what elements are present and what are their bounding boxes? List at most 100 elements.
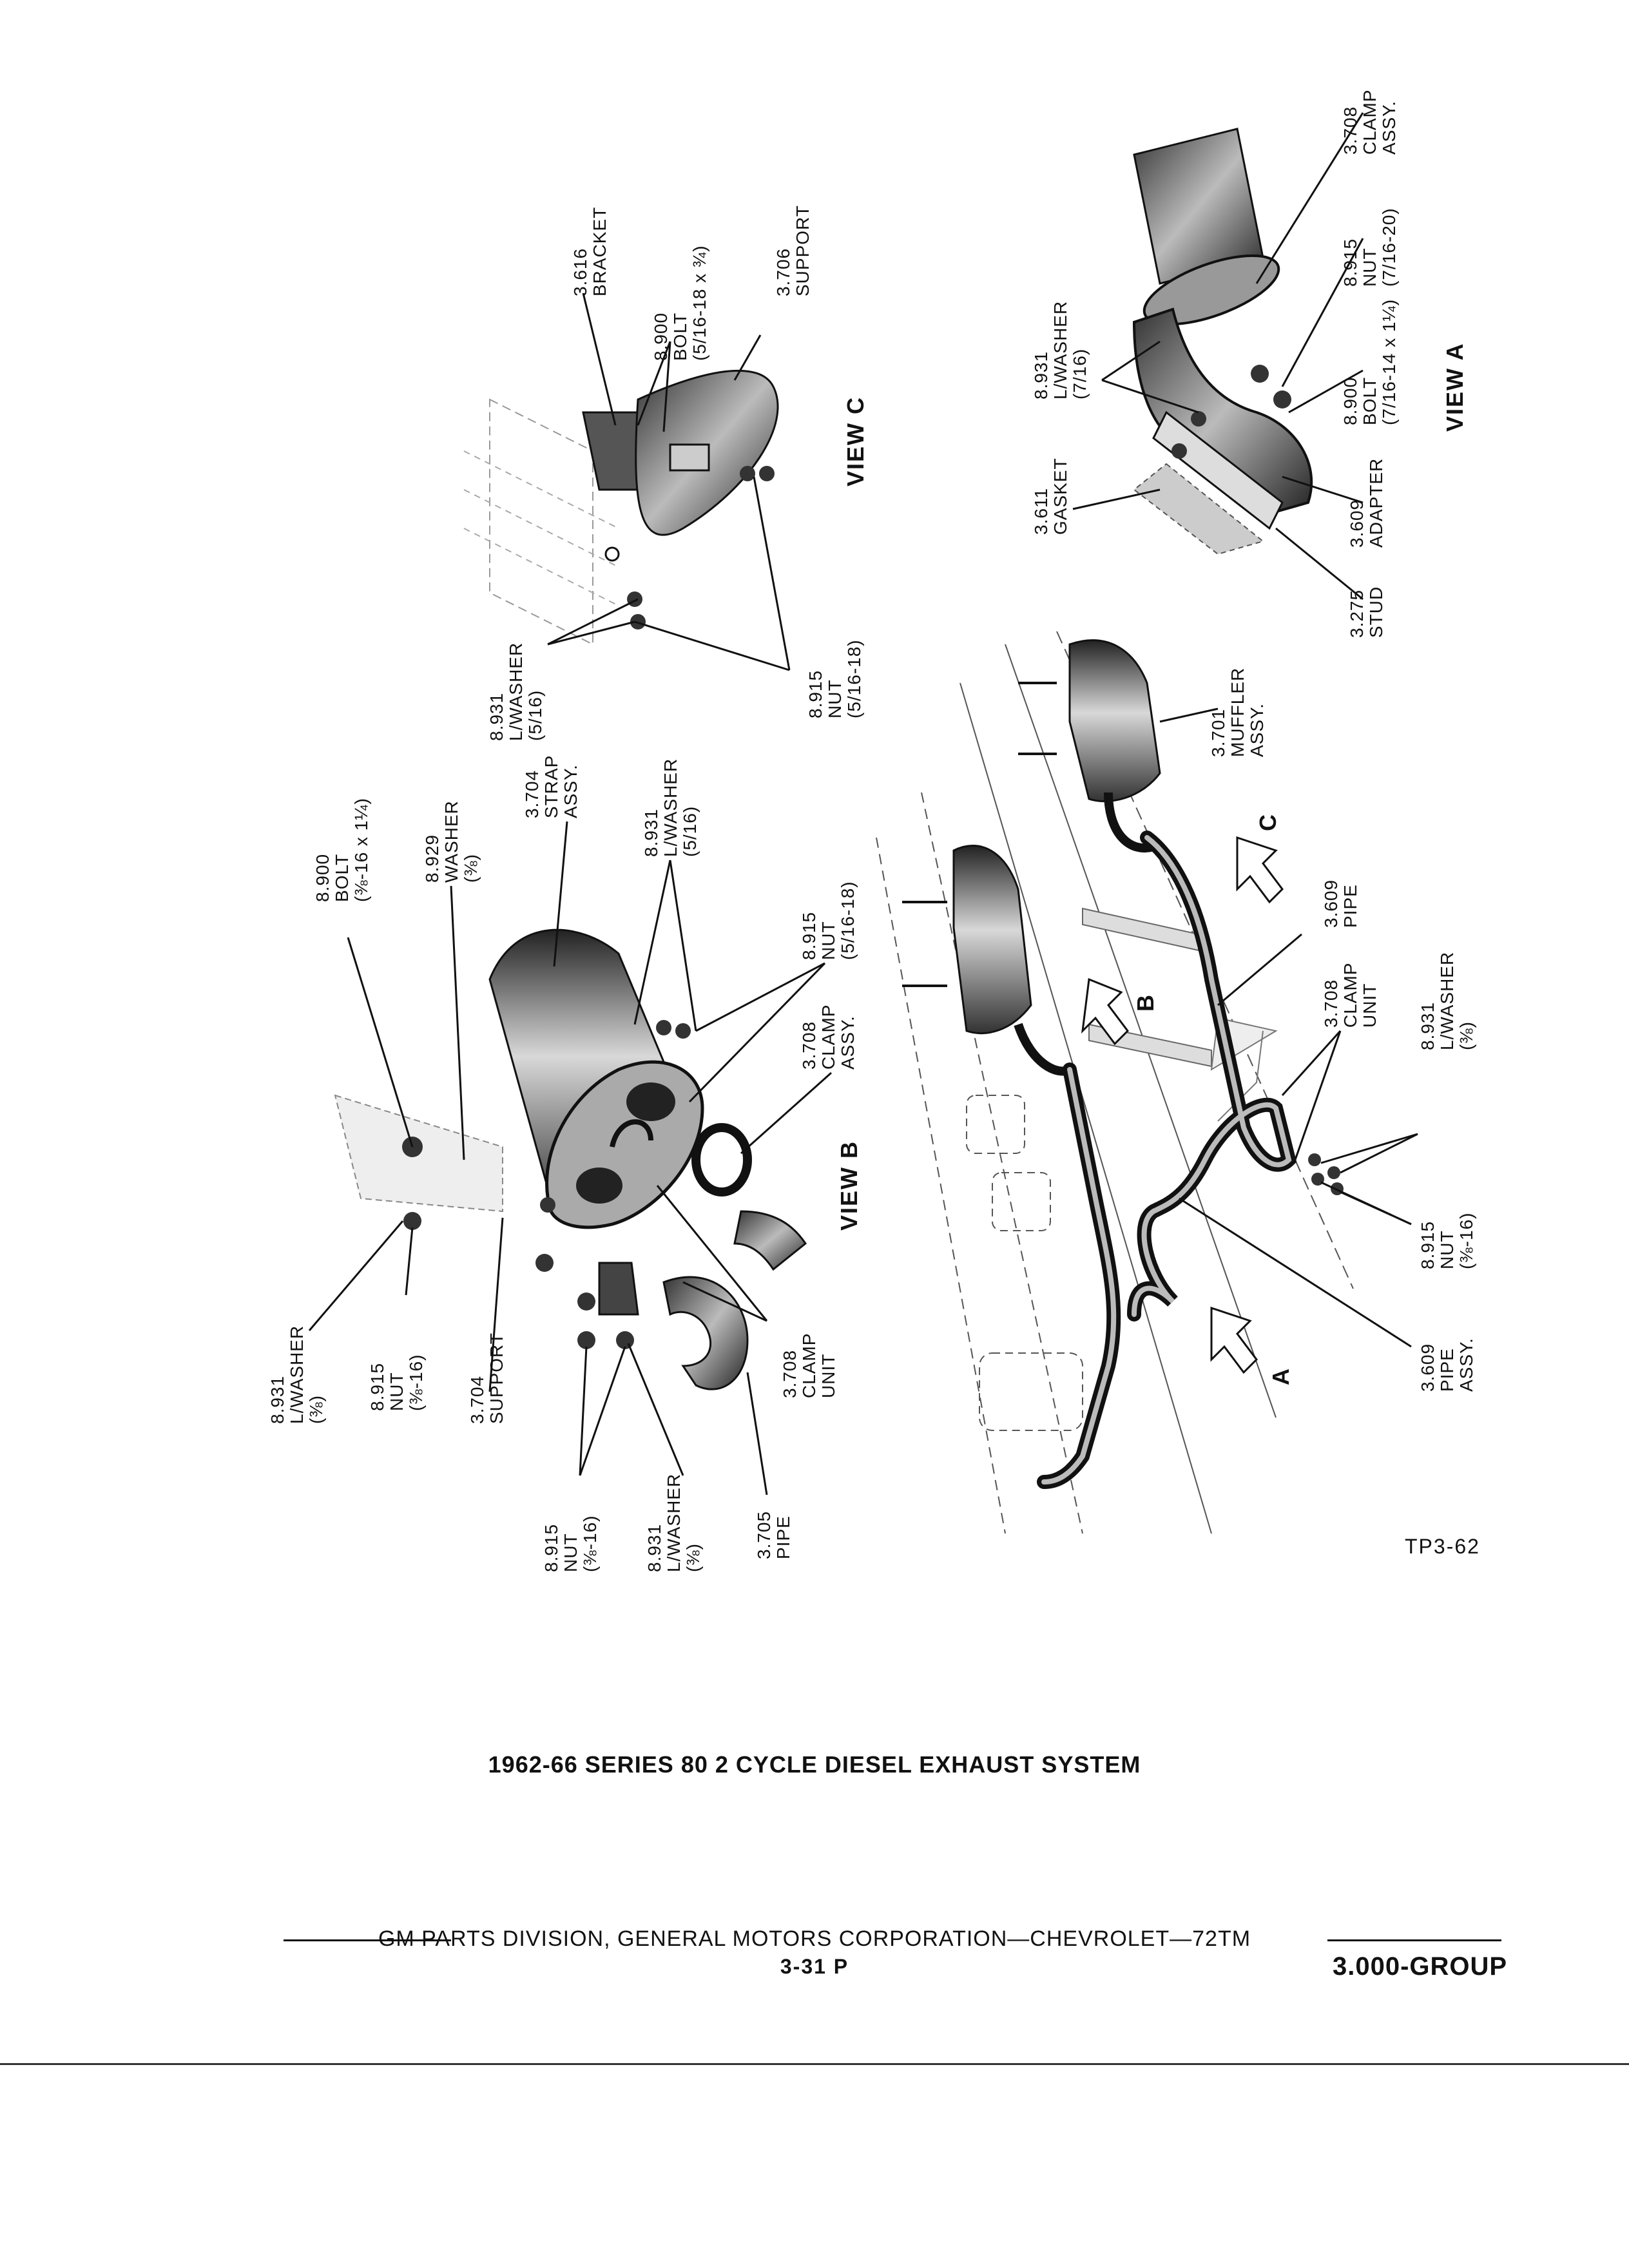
exhaust-pipe-run bbox=[1037, 831, 1297, 1489]
svg-text:PIPE: PIPE bbox=[1437, 1348, 1457, 1392]
svg-text:(⅜-16): (⅜-16) bbox=[580, 1515, 600, 1572]
view-a-drawing bbox=[1132, 128, 1313, 555]
svg-text:PIPE: PIPE bbox=[773, 1515, 793, 1559]
main-label-muffler: 3.701 bbox=[1208, 709, 1228, 757]
svg-text:NUT: NUT bbox=[561, 1533, 581, 1572]
svg-text:(⅜-16): (⅜-16) bbox=[1456, 1213, 1476, 1269]
view-b-label-clamp-unit: 3.708 bbox=[780, 1350, 800, 1398]
view-b-label-nut-38-bottom: 8.915 bbox=[541, 1524, 561, 1572]
view-c-label-bracket: 3.616 bbox=[570, 248, 590, 296]
main-labels: 3.701 MUFFLER ASSY. 3.609 PIPE 3.708 CLA… bbox=[1208, 668, 1476, 1392]
svg-text:ASSY.: ASSY. bbox=[1456, 1338, 1476, 1392]
view-a-labels: 3.708 CLAMP ASSY. 8.915 NUT (7/16-20) 8.… bbox=[1031, 90, 1468, 638]
view-b-label-nut-516: 8.915 bbox=[799, 912, 819, 960]
svg-text:CLAMP: CLAMP bbox=[799, 1333, 819, 1398]
svg-text:SUPPORT: SUPPORT bbox=[793, 205, 813, 296]
svg-text:BOLT: BOLT bbox=[670, 312, 690, 361]
svg-text:(⅜): (⅜) bbox=[683, 1543, 703, 1572]
svg-text:BOLT: BOLT bbox=[332, 854, 352, 902]
view-b-label-lwasher-38-bottom: 8.931 bbox=[644, 1524, 664, 1572]
svg-text:ADAPTER: ADAPTER bbox=[1366, 458, 1386, 548]
view-c-labels: 3.616 BRACKET 8.900 BOLT (5/16-18 x ¾) 3… bbox=[487, 205, 869, 741]
view-b-drawing bbox=[334, 928, 807, 1390]
svg-text:(⅜): (⅜) bbox=[461, 854, 481, 883]
view-b-label-bolt: 8.900 bbox=[313, 854, 333, 902]
svg-text:STRAP: STRAP bbox=[541, 755, 561, 818]
svg-text:ASSY.: ASSY. bbox=[561, 764, 581, 818]
svg-text:L/WASHER: L/WASHER bbox=[1050, 301, 1070, 399]
footer-publisher: GM PARTS DIVISION, GENERAL MOTORS CORPOR… bbox=[378, 1927, 1251, 1951]
main-label-nut: 8.915 bbox=[1418, 1221, 1438, 1269]
svg-text:(5/16-18 x ¾): (5/16-18 x ¾) bbox=[689, 245, 709, 361]
view-a-label-bolt: 8.900 bbox=[1340, 377, 1360, 425]
svg-text:STUD: STUD bbox=[1366, 586, 1386, 638]
svg-text:(5/16): (5/16) bbox=[680, 806, 700, 857]
view-b-label-clamp-assy: 3.708 bbox=[799, 1021, 819, 1070]
svg-text:BRACKET: BRACKET bbox=[590, 207, 610, 296]
svg-text:(⅜): (⅜) bbox=[306, 1395, 326, 1424]
svg-text:L/WASHER: L/WASHER bbox=[660, 758, 680, 857]
svg-text:MUFFLER: MUFFLER bbox=[1228, 668, 1248, 757]
view-a-label-gasket: 3.611 bbox=[1031, 488, 1051, 535]
view-c-label-bolt: 8.900 bbox=[651, 312, 671, 361]
svg-text:WASHER: WASHER bbox=[441, 800, 461, 883]
view-a-leaders bbox=[1072, 112, 1364, 601]
figure-ref: TP3-62 bbox=[1405, 1535, 1480, 1558]
svg-text:L/WASHER: L/WASHER bbox=[1437, 952, 1457, 1050]
figure-caption: 1962-66 SERIES 80 2 CYCLE DIESEL EXHAUST… bbox=[488, 1751, 1141, 1778]
view-a-label-adapter: 3.609 bbox=[1347, 499, 1367, 548]
svg-text:(⅜-16 x 1¼): (⅜-16 x 1¼) bbox=[351, 798, 371, 902]
svg-text:NUT: NUT bbox=[1360, 247, 1380, 287]
view-b-label-support: 3.704 bbox=[467, 1376, 487, 1424]
svg-text:L/WASHER: L/WASHER bbox=[664, 1474, 684, 1572]
svg-text:ASSY.: ASSY. bbox=[1247, 703, 1267, 757]
view-c-label-lwasher: 8.931 bbox=[487, 693, 506, 741]
view-b-label-lwasher-516: 8.931 bbox=[641, 809, 661, 857]
view-b-label-strap: 3.704 bbox=[522, 770, 542, 818]
footer-page-number: 3-31 P bbox=[780, 1955, 849, 1978]
view-b-label-nut-38-top: 8.915 bbox=[367, 1363, 387, 1411]
svg-text:(7/16): (7/16) bbox=[1070, 349, 1090, 399]
view-a-label-nut: 8.915 bbox=[1340, 238, 1360, 287]
svg-text:ASSY.: ASSY. bbox=[838, 1015, 858, 1070]
svg-text:(5/16): (5/16) bbox=[525, 690, 545, 741]
marker-c: C bbox=[1255, 813, 1281, 831]
page-bottom-rule bbox=[0, 2063, 1629, 2065]
main-leaders bbox=[1159, 707, 1418, 1348]
view-c-leaders bbox=[547, 293, 791, 671]
svg-text:L/WASHER: L/WASHER bbox=[506, 642, 526, 741]
svg-text:(⅜-16): (⅜-16) bbox=[406, 1354, 426, 1411]
front-muffler bbox=[902, 845, 1072, 1076]
svg-text:ASSY.: ASSY. bbox=[1379, 101, 1399, 155]
view-b-label-washer: 8.929 bbox=[422, 834, 442, 883]
footer-rule-left bbox=[284, 1939, 451, 1941]
svg-text:UNIT: UNIT bbox=[818, 1354, 838, 1398]
svg-text:(5/16-18): (5/16-18) bbox=[838, 881, 858, 960]
main-label-lwasher: 8.931 bbox=[1418, 1002, 1438, 1050]
svg-text:NUT: NUT bbox=[387, 1372, 407, 1411]
exhaust-diagram: 3.616 BRACKET 8.900 BOLT (5/16-18 x ¾) 3… bbox=[267, 90, 1476, 1572]
footer-group: 3.000-GROUP bbox=[1333, 1952, 1508, 1981]
svg-text:(5/16-18): (5/16-18) bbox=[844, 639, 864, 718]
svg-text:PIPE: PIPE bbox=[1340, 884, 1360, 928]
view-b-label-pipe: 3.705 bbox=[754, 1511, 774, 1559]
svg-text:(⅜): (⅜) bbox=[1456, 1021, 1476, 1050]
main-hardware bbox=[1308, 1153, 1344, 1195]
svg-text:UNIT: UNIT bbox=[1360, 983, 1380, 1028]
view-a-label-stud: 3.275 bbox=[1347, 590, 1367, 638]
svg-text:(7/16-20): (7/16-20) bbox=[1379, 207, 1399, 287]
svg-text:SUPPORT: SUPPORT bbox=[487, 1332, 506, 1424]
view-a-label-clamp: 3.708 bbox=[1340, 106, 1360, 155]
svg-text:CLAMP: CLAMP bbox=[1360, 90, 1380, 155]
view-b-title: VIEW B bbox=[836, 1140, 862, 1231]
svg-text:BOLT: BOLT bbox=[1360, 377, 1380, 425]
view-c-title: VIEW C bbox=[842, 396, 869, 486]
marker-a: A bbox=[1268, 1367, 1294, 1385]
marker-b: B bbox=[1132, 994, 1159, 1012]
view-b-leaders bbox=[308, 821, 832, 1495]
footer-rule-right bbox=[1327, 1939, 1501, 1941]
main-label-pipe-assy: 3.609 bbox=[1418, 1343, 1438, 1392]
view-a-label-lwasher: 8.931 bbox=[1031, 351, 1051, 399]
svg-text:NUT: NUT bbox=[1437, 1230, 1457, 1269]
main-label-pipe: 3.609 bbox=[1321, 879, 1341, 928]
